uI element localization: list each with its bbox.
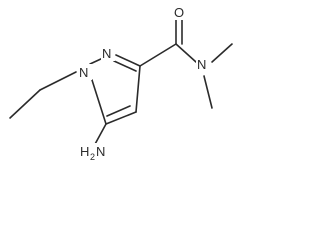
bond-c4-c5-a: [105, 111, 137, 125]
bond-n-methyl-down: [203, 75, 213, 109]
bond-c5-nh2: [93, 123, 107, 147]
bond-carbonyl-n: [175, 43, 197, 63]
bond-n2-c3-b: [113, 60, 137, 72]
atom-bg-o: [172, 4, 186, 20]
atom-bg-n1: [78, 64, 92, 80]
atom-amine-n: N: [96, 144, 105, 159]
bond-n2-c3-a: [115, 54, 141, 67]
atoms: N N O N H 2 N: [78, 4, 210, 162]
chemical-structure: N N O N H 2 N: [9, 4, 233, 162]
atom-amine-h: H: [80, 144, 89, 159]
bond-c3-c4: [135, 65, 141, 113]
structure-canvas: N N O N H 2 N: [9, 4, 233, 162]
atom-bg-n2: [101, 45, 115, 61]
bond-n-methyl-up: [211, 43, 233, 63]
bond-c3-carbonyl: [139, 43, 177, 67]
atom-carbonyl-o: O: [174, 5, 184, 20]
bond-c4-c5-b: [106, 105, 131, 117]
atom-ring-n1: N: [79, 65, 88, 80]
bond-ch3-ch2: [9, 89, 41, 119]
bonds: [9, 19, 233, 147]
bond-ch2-n1: [39, 71, 77, 91]
bond-c5-n1: [91, 79, 107, 125]
atom-bg-amide-n: [196, 56, 210, 72]
atom-bg-nh2: [78, 143, 106, 161]
bond-n1-n2: [89, 57, 104, 65]
atom-amide-n: N: [197, 57, 206, 72]
atom-ring-n2: N: [102, 46, 111, 61]
atom-amine-subscript: 2: [90, 152, 95, 162]
